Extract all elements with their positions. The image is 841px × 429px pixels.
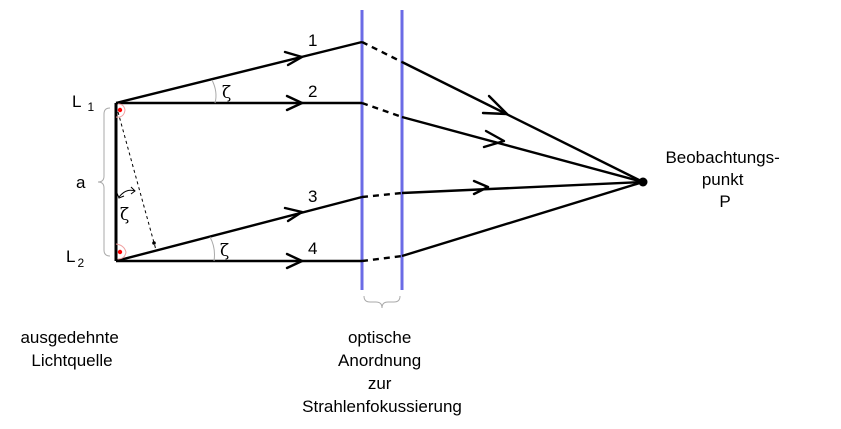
distance-brace xyxy=(97,107,111,257)
ray-1-arrow xyxy=(283,50,304,67)
angle-label-top: ζ xyxy=(222,83,231,103)
ray-number-2: 2 xyxy=(308,82,317,101)
ray-number-3: 3 xyxy=(308,187,317,206)
zeta-arc-arrowhead-a xyxy=(116,192,125,199)
observation-point-label: Beobachtungs- punkt P xyxy=(665,148,784,211)
ray-3-dashed xyxy=(361,191,403,199)
angle-label-middle: ζ xyxy=(120,205,129,225)
ray-3-to-p-arrow xyxy=(472,179,490,196)
angle-label-bottom: ζ xyxy=(220,241,229,261)
zeta-arc-arrowhead-b xyxy=(130,186,136,195)
ray-4-arrow xyxy=(285,252,304,270)
angle-arc-top xyxy=(211,79,217,104)
ray-2-arrow xyxy=(285,94,304,112)
right-angle-mark-bottom xyxy=(117,249,123,255)
ray-1 xyxy=(115,40,363,105)
right-angle-mark-top xyxy=(117,107,123,113)
optics-caption: optische Anordnung zur Strahlenfokussier… xyxy=(302,328,462,416)
ray-2-to-p-arrow xyxy=(482,129,506,149)
ray-1-dashed xyxy=(361,40,403,64)
ray-3-arrow xyxy=(283,206,304,223)
source-caption: ausgedehnte Lichtquelle xyxy=(20,328,123,370)
ray-1-to-p xyxy=(401,60,644,184)
observation-point-dot xyxy=(638,177,648,187)
right-angle-dot xyxy=(152,241,156,245)
zeta-arc-arrow xyxy=(118,189,136,198)
ray-4-dashed xyxy=(361,254,403,263)
ray-number-1: 1 xyxy=(308,31,317,50)
ray-2-dashed xyxy=(361,101,403,119)
angle-arc-bottom xyxy=(209,236,215,262)
ray-4-to-p xyxy=(401,180,644,258)
ray-3-to-p xyxy=(401,180,644,195)
ray-2-to-p xyxy=(401,115,644,184)
right-angle-arc-top xyxy=(115,103,126,118)
ray-1-to-p-arrow xyxy=(481,94,509,116)
perpendicular-dotted xyxy=(117,111,157,251)
distance-label: a xyxy=(76,173,86,192)
right-angle-arc-bottom xyxy=(115,243,127,260)
ray-3 xyxy=(115,195,363,263)
optics-brace xyxy=(363,295,401,309)
ray-number-4: 4 xyxy=(308,239,317,258)
